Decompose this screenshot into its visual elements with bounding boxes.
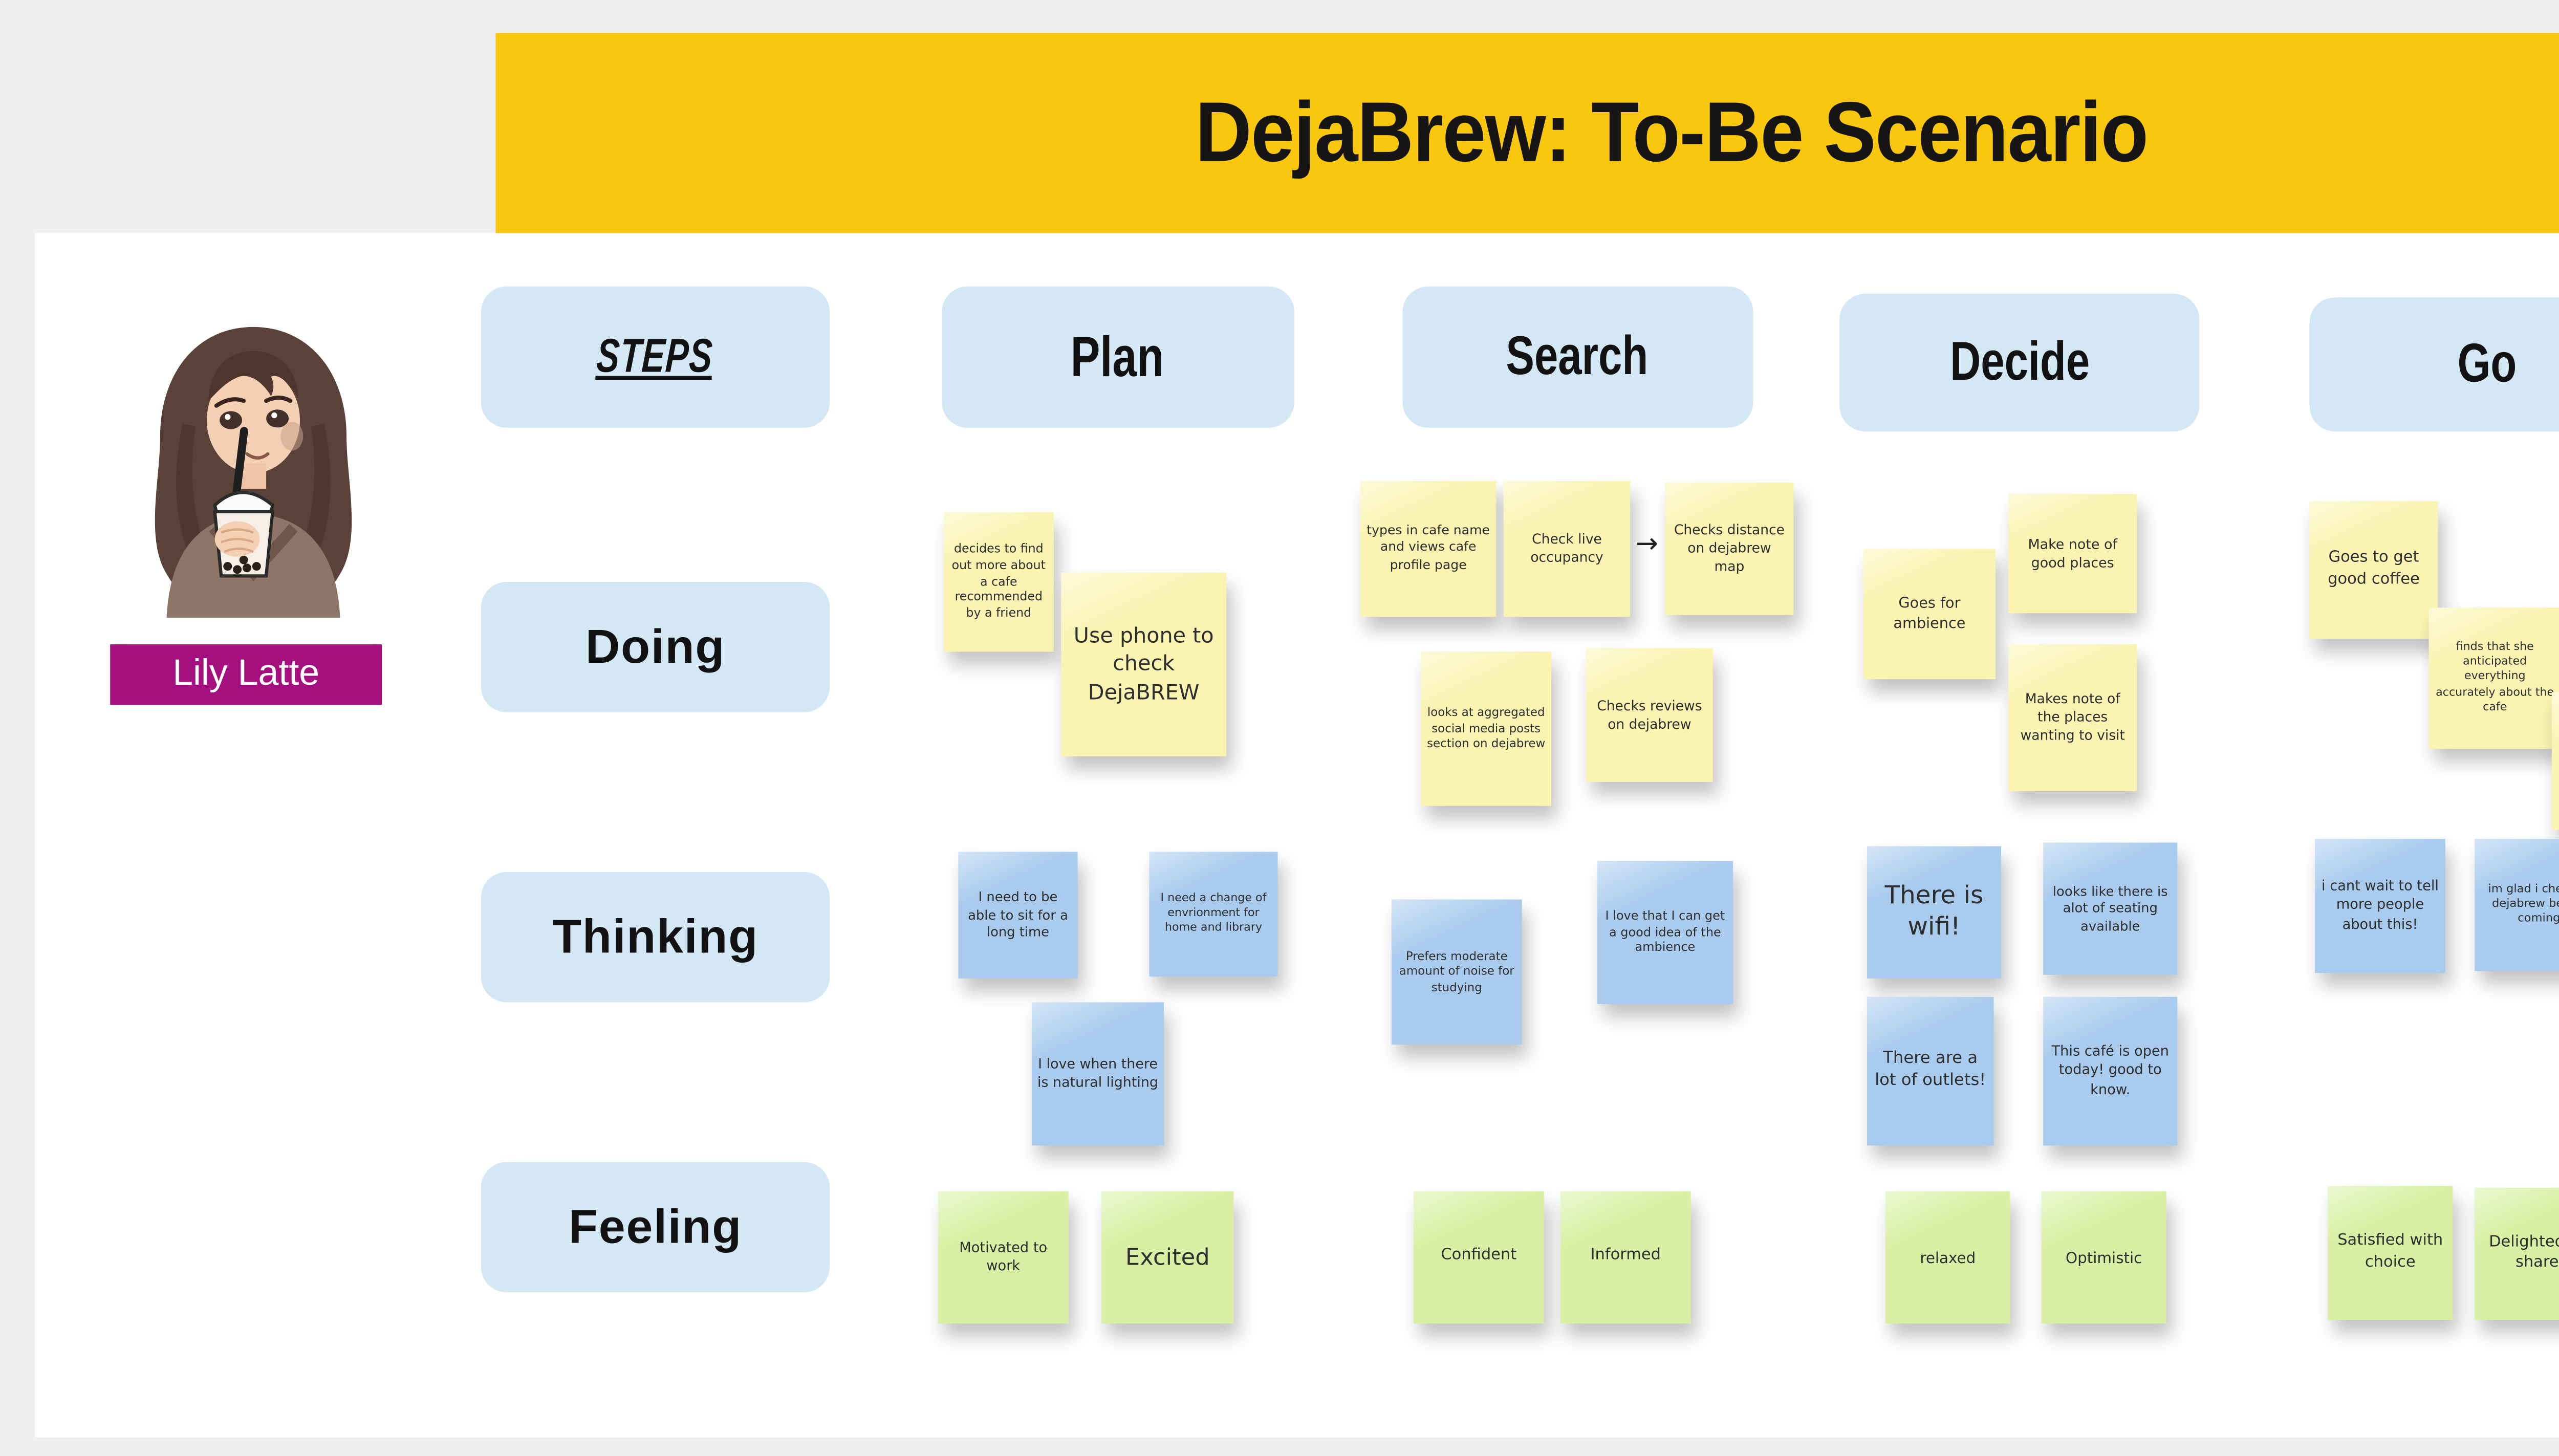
title-banner[interactable]: DejaBrew: To-Be Scenario bbox=[495, 33, 2559, 233]
persona-avatar[interactable] bbox=[125, 316, 382, 624]
sticky-note-decide-feeling-2[interactable]: Optimistic bbox=[2041, 1191, 2166, 1324]
column-header-plan[interactable]: Plan bbox=[942, 286, 1294, 428]
sticky-note-decide-thinking-1[interactable]: There is wifi! bbox=[1867, 846, 2001, 979]
row-header-doing[interactable]: Doing bbox=[481, 582, 830, 712]
sticky-note-plan-feeling-1[interactable]: Motivated to work bbox=[938, 1191, 1069, 1324]
sticky-note-decide-doing-2[interactable]: Make note of good places bbox=[2008, 493, 2137, 614]
sticky-note-search-doing-3[interactable]: Checks distance on dejabrew map bbox=[1665, 483, 1794, 615]
column-header-search[interactable]: Search bbox=[1402, 286, 1753, 428]
sticky-note-go-thinking-1[interactable]: i cant wait to tell more people about th… bbox=[2315, 839, 2445, 973]
sticky-note-decide-feeling-1[interactable]: relaxed bbox=[1885, 1191, 2010, 1324]
sticky-note-plan-feeling-2[interactable]: Excited bbox=[1101, 1191, 1234, 1324]
column-header-steps[interactable]: STEPS bbox=[481, 286, 830, 428]
sticky-note-plan-doing-2[interactable]: Use phone to check DejaBREW bbox=[1061, 573, 1227, 756]
column-header-decide-label: Decide bbox=[1949, 331, 2090, 392]
row-header-thinking-label: Thinking bbox=[552, 908, 758, 964]
sticky-note-go-feeling-2[interactable]: Delighted to share bbox=[2475, 1187, 2559, 1320]
sticky-note-decide-thinking-4[interactable]: This café is open today! good to know. bbox=[2043, 996, 2178, 1146]
sticky-note-go-doing-1[interactable]: Goes to get good coffee bbox=[2309, 501, 2438, 639]
row-header-thinking[interactable]: Thinking bbox=[481, 872, 830, 1003]
column-header-go[interactable]: Go bbox=[2309, 297, 2559, 431]
sticky-note-search-feeling-2[interactable]: Informed bbox=[1560, 1191, 1691, 1324]
sticky-note-plan-thinking-2[interactable]: I need a change of envrionment for home … bbox=[1149, 852, 1278, 977]
sticky-note-search-doing-1[interactable]: types in cafe name and views cafe profil… bbox=[1360, 481, 1497, 617]
sticky-note-go-thinking-2[interactable]: im glad i checked dejabrew before coming bbox=[2475, 839, 2559, 971]
column-header-plan-label: Plan bbox=[1071, 324, 1165, 387]
row-header-feeling[interactable]: Feeling bbox=[481, 1162, 830, 1293]
arrow-right-icon[interactable]: → bbox=[1635, 527, 1659, 560]
column-header-go-label: Go bbox=[2457, 333, 2517, 394]
sticky-note-search-doing-2[interactable]: Check live occupancy bbox=[1503, 481, 1631, 617]
sticky-note-search-feeling-1[interactable]: Confident bbox=[1413, 1191, 1544, 1324]
sticky-note-go-feeling-1[interactable]: Satisfied with choice bbox=[2328, 1186, 2453, 1320]
persona-name-plate[interactable]: Lily Latte bbox=[110, 644, 382, 705]
sticky-note-decide-doing-1[interactable]: Goes for ambience bbox=[1863, 549, 1996, 680]
persona-name: Lily Latte bbox=[172, 653, 320, 694]
sticky-note-search-thinking-1[interactable]: Prefers moderate amount of noise for stu… bbox=[1391, 899, 1522, 1045]
persona-illustration bbox=[155, 327, 352, 618]
page-title: DejaBrew: To-Be Scenario bbox=[1195, 84, 2149, 180]
sticky-note-search-thinking-2[interactable]: I love that I can get a good idea of the… bbox=[1597, 861, 1733, 1005]
sticky-note-go-doing-2[interactable]: finds that she anticipated everything ac… bbox=[2428, 607, 2559, 749]
column-header-search-label: Search bbox=[1507, 325, 1649, 386]
sticky-note-decide-thinking-2[interactable]: looks like there is alot of seating avai… bbox=[2043, 842, 2178, 975]
sticky-note-decide-thinking-3[interactable]: There are a lot of outlets! bbox=[1867, 996, 1994, 1146]
sticky-note-plan-thinking-1[interactable]: I need to be able to sit for a long time bbox=[958, 852, 1078, 979]
sticky-note-search-doing-4[interactable]: looks at aggregated social media posts s… bbox=[1421, 651, 1552, 806]
sticky-note-go-doing-3[interactable]: posts a review of her experience on deja… bbox=[2551, 692, 2559, 830]
sticky-note-decide-doing-3[interactable]: Makes note of the places wanting to visi… bbox=[2008, 644, 2137, 791]
sticky-note-search-doing-5[interactable]: Checks reviews on dejabrew bbox=[1586, 648, 1713, 783]
row-header-doing-label: Doing bbox=[585, 618, 726, 674]
column-header-decide[interactable]: Decide bbox=[1839, 293, 2200, 431]
column-header-steps-label: STEPS bbox=[596, 329, 715, 383]
sticky-note-plan-thinking-3[interactable]: I love when there is natural lighting bbox=[1031, 1002, 1164, 1146]
row-header-feeling-label: Feeling bbox=[569, 1199, 743, 1254]
sticky-note-plan-doing-1[interactable]: decides to find out more about a cafe re… bbox=[943, 512, 1054, 652]
